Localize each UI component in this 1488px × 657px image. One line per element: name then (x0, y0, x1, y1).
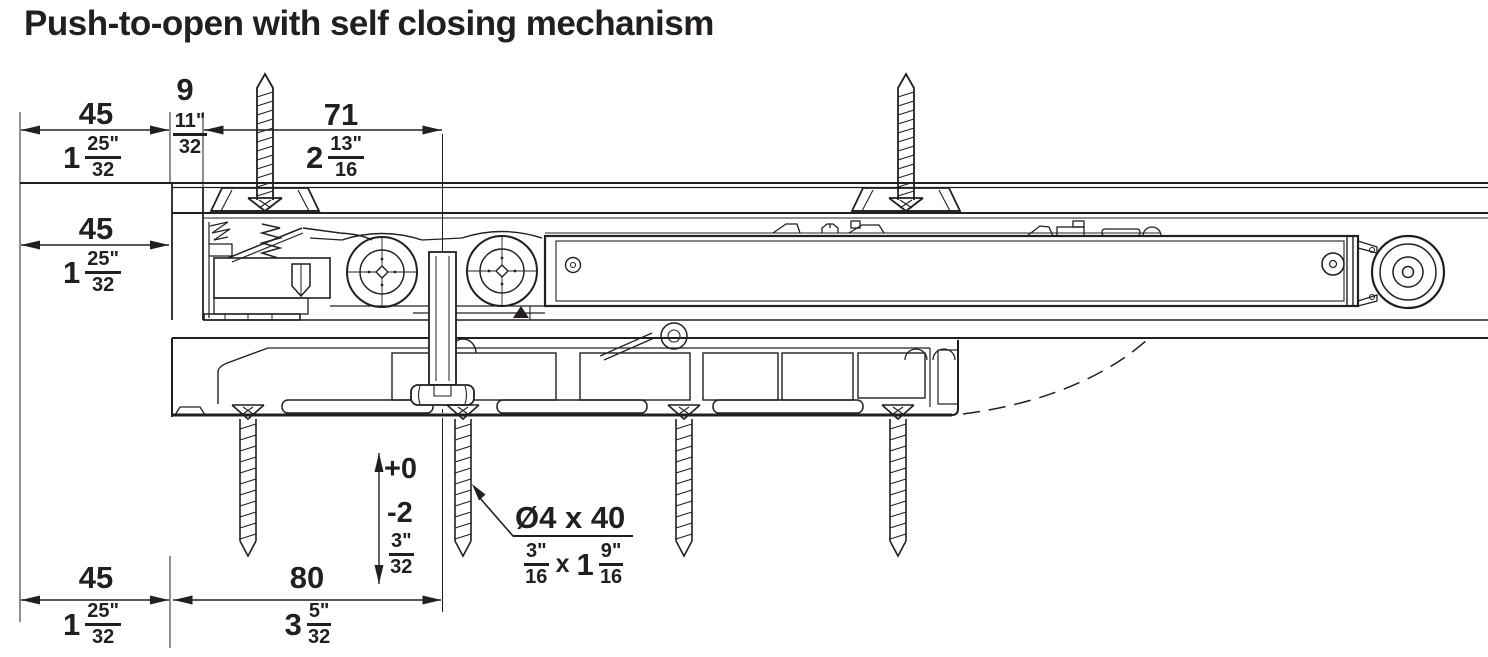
tolerance-plus: +0 (384, 453, 418, 485)
tolerance-minus: -2 (387, 497, 413, 529)
door-panel (171, 338, 1149, 417)
bottom-screw-4 (881, 404, 915, 557)
actuator-pin (410, 251, 475, 406)
dim-guide-mm: 80 (289, 560, 325, 595)
door-travel-dashed-arc (962, 338, 1149, 415)
dim-trigger-inch: 2 13" 16 (306, 133, 364, 181)
dim-top-width-inch: 1 25" 32 (32, 134, 152, 181)
top-screw-right (851, 73, 961, 212)
activation-hook (599, 322, 688, 361)
dim-bottom-width-mm: 45 (78, 560, 114, 595)
bottom-screw-3 (667, 404, 701, 557)
dim-bottom-width-inch: 1 25" 32 (63, 600, 121, 648)
page-title: Push-to-open with self closing mechanism (24, 4, 714, 43)
top-panel (20, 182, 1488, 320)
dim-mid-width-inch: 1 25" 32 (63, 248, 121, 296)
dimension-lines (19, 112, 633, 648)
dim-guide-inch: 3 5" 32 (284, 600, 332, 648)
dim-top-width-mm: 45 (78, 96, 114, 131)
screw-spec-times: x (555, 550, 570, 578)
end-roller (1370, 234, 1446, 310)
dim-offset-inch: 11" 32 (172, 110, 208, 158)
screw-spec-inch: 3" 16 x 1 9" 16 (524, 540, 624, 588)
damper-rail (543, 220, 1378, 308)
dim-trigger-mm: 71 (323, 97, 359, 132)
bottom-screw-2 (446, 404, 480, 557)
dim-top-width-inch-whole: 1 (63, 140, 81, 175)
tolerance-inch: 3" 32 (389, 530, 414, 578)
dim-offset-mm: 9 (176, 72, 194, 107)
dim-top-width-inch-frac: 25" 32 (85, 133, 121, 181)
screw-spec-metric: Ø4 x 40 (515, 500, 626, 535)
dim-mid-width-mm: 45 (78, 211, 114, 246)
bottom-screw-1 (231, 404, 265, 557)
roller-carriage (309, 230, 545, 320)
